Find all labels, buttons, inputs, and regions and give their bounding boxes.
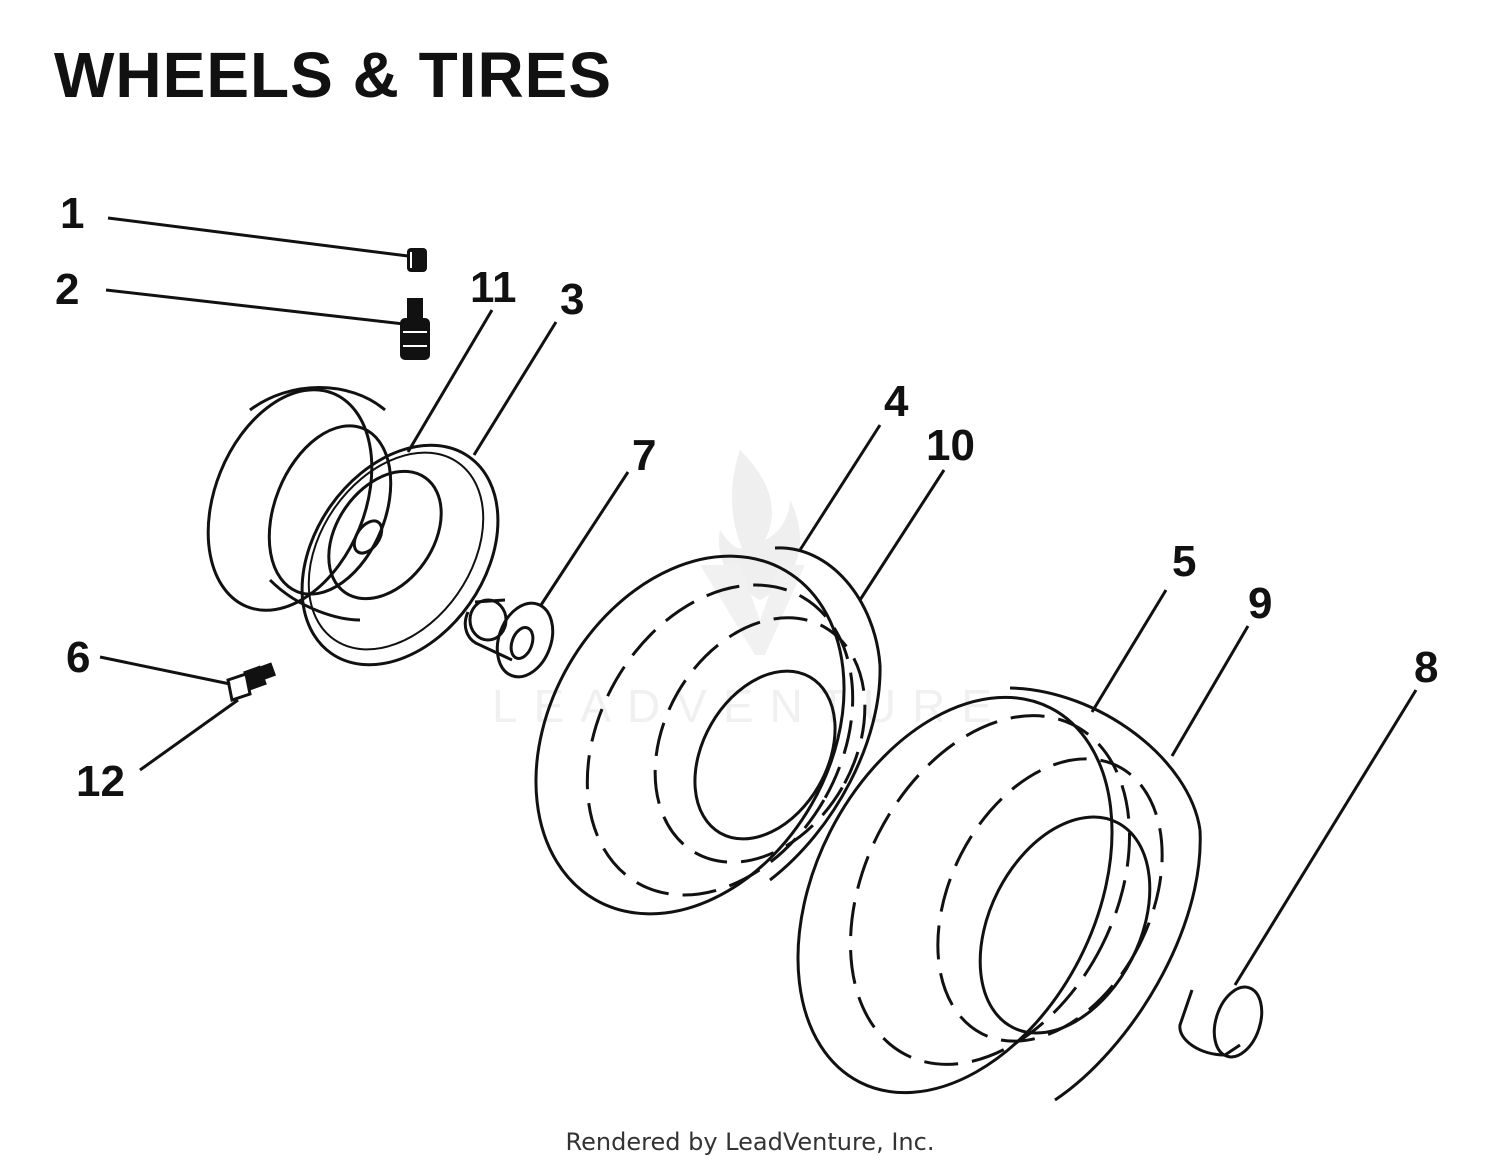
leader-line-2: [105, 288, 405, 326]
grease-fitting-part: [226, 662, 277, 702]
leader-line-4: [798, 424, 882, 551]
leader-line-6: [99, 655, 231, 686]
leader-line-8: [1233, 689, 1418, 986]
leader-line-3: [472, 321, 558, 456]
callout-10: 10: [926, 421, 975, 470]
page-title: WHEELS & TIRES: [54, 39, 613, 111]
callout-6: 6: [66, 633, 90, 682]
hub-cap-part: [1178, 985, 1264, 1059]
leader-line-7: [539, 471, 630, 606]
callout-11: 11: [470, 263, 517, 312]
callout-5: 5: [1172, 537, 1196, 586]
callout-9: 9: [1248, 579, 1272, 628]
leader-line-12: [139, 698, 239, 772]
watermark-flame-icon: [719, 450, 800, 600]
front-tire-part: [534, 546, 882, 916]
watermark-text: LEADVENTURE: [492, 680, 1008, 732]
valve-cap-part: [407, 248, 427, 272]
leader-lines: [99, 216, 1418, 986]
callout-8: 8: [1414, 643, 1438, 692]
footer-credit: Rendered by LeadVenture, Inc.: [565, 1128, 935, 1156]
wheel-rim-part: [206, 386, 500, 667]
callout-1: 1: [60, 189, 84, 238]
callout-3: 3: [560, 275, 584, 324]
leader-line-5: [1090, 589, 1168, 713]
leader-line-10: [858, 469, 946, 601]
valve-stem-part: [400, 298, 430, 360]
callout-4: 4: [884, 377, 909, 426]
leader-line-11: [406, 309, 494, 453]
callout-labels: 1 2 3 4 5 6 7 8 9 10 11 12: [55, 189, 1438, 806]
callout-12: 12: [76, 757, 125, 806]
leader-line-1: [107, 216, 409, 258]
callout-7: 7: [632, 431, 656, 480]
rear-tire-part: [796, 686, 1202, 1102]
callout-2: 2: [55, 265, 79, 314]
leader-line-9: [1170, 625, 1250, 757]
bushing-part: [463, 598, 555, 679]
